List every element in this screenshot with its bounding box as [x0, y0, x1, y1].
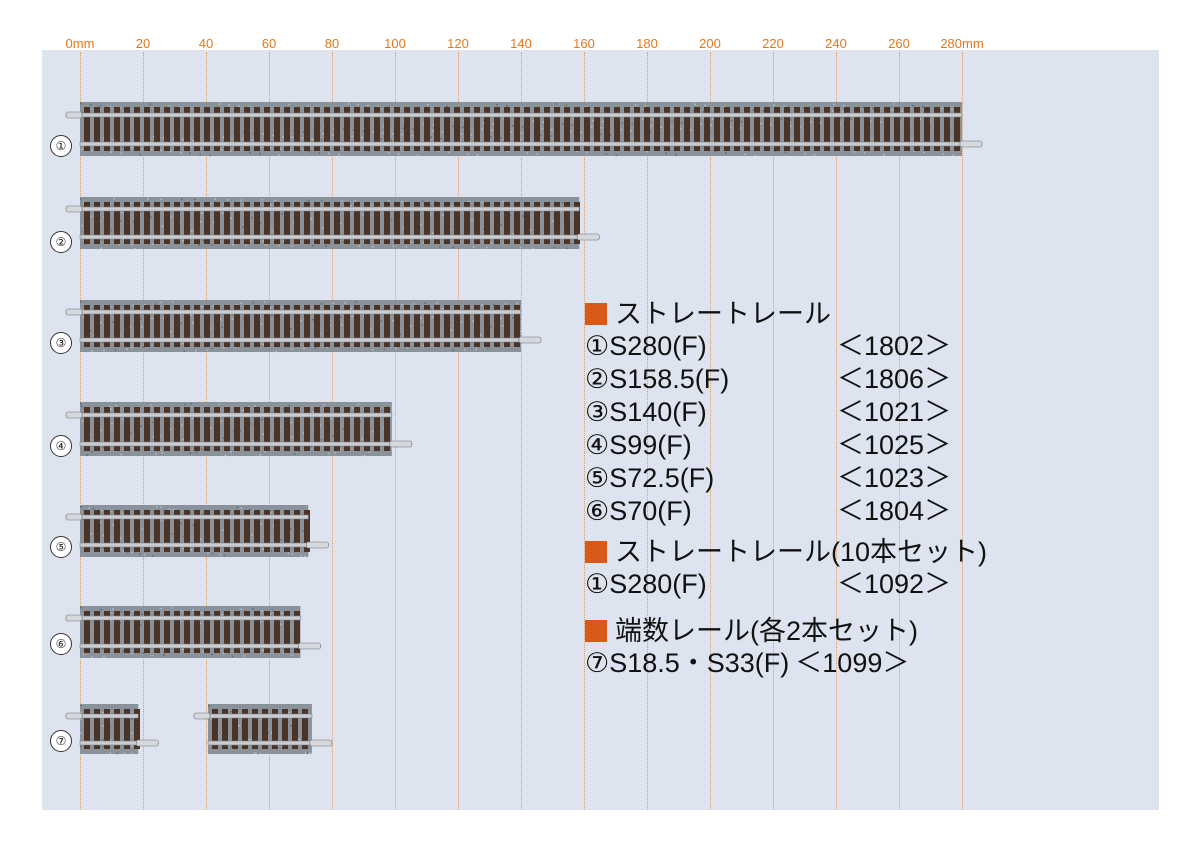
rail-number-4: ④: [50, 435, 72, 457]
product-name: ③S140(F): [585, 397, 707, 427]
ruler-tick-label: 220: [762, 36, 784, 51]
legend-row: ②S158.5(F) ＜1806＞: [585, 363, 987, 396]
rail-number-3: ③: [50, 332, 72, 354]
product-code: ＜1802＞: [837, 331, 952, 361]
rail-track-graphic: [193, 704, 333, 755]
legend-row: ④S99(F) ＜1025＞: [585, 429, 987, 462]
rail-number-1: ①: [50, 135, 72, 157]
straight-rail-s18-5: [65, 702, 159, 756]
straight-rail-s158-5: [65, 195, 600, 251]
section-title-fraction-rail: 端数レール(各2本セット): [585, 615, 987, 647]
ruler-tick-label: 200: [699, 36, 721, 51]
rail-number-5: ⑤: [50, 536, 72, 558]
legend-row: ⑤S72.5(F) ＜1023＞: [585, 462, 987, 495]
ruler-tick-label: 140: [510, 36, 532, 51]
legend-row: ①S280(F) ＜1802＞: [585, 330, 987, 363]
rail-track-graphic: [65, 102, 983, 157]
product-code: ＜1804＞: [837, 496, 952, 526]
rail-track-graphic: [65, 197, 600, 250]
straight-rail-s280: [65, 100, 983, 158]
ruler-tick-label: 80: [324, 36, 340, 51]
legend-row: ⑥S70(F) ＜1804＞: [585, 495, 987, 528]
rail-number-2: ②: [50, 231, 72, 253]
section-title-10-set: ストレートレール(10本セット): [585, 536, 987, 568]
section-title-text: ストレートレール: [615, 299, 831, 329]
square-bullet-icon: [585, 303, 607, 325]
straight-rail-s72-5: [65, 503, 329, 559]
ruler-tick-label: 100: [384, 36, 406, 51]
rail-number-7: ⑦: [50, 730, 72, 752]
product-code: ＜1806＞: [837, 364, 952, 394]
ruler-tick-label: 20: [135, 36, 151, 51]
product-code: ＜1092＞: [837, 569, 952, 599]
rail-track-graphic: [65, 505, 329, 557]
rail-number-6: ⑥: [50, 633, 72, 655]
product-name: ②S158.5(F): [585, 364, 730, 394]
product-code: ＜1021＞: [837, 397, 952, 427]
ruler-tick-label: 160: [573, 36, 595, 51]
product-code: ＜1099＞: [795, 648, 910, 678]
ruler-tick-label: 0mm: [65, 36, 95, 51]
product-code: ＜1025＞: [837, 430, 952, 460]
ruler-tick-label: 60: [261, 36, 277, 51]
ruler-tick-label: 180: [636, 36, 658, 51]
straight-rail-s140: [65, 298, 542, 354]
product-name: ①S280(F): [585, 331, 707, 361]
legend-row: ③S140(F) ＜1021＞: [585, 396, 987, 429]
square-bullet-icon: [585, 541, 607, 563]
product-name: ⑤S72.5(F): [585, 463, 715, 493]
rail-track-graphic: [65, 606, 321, 658]
product-name: ①S280(F): [585, 569, 707, 599]
ruler-tick-label: 280mm: [940, 36, 984, 51]
legend-row: ⑦S18.5・S33(F)＜1099＞: [585, 647, 987, 680]
product-name: ⑥S70(F): [585, 496, 692, 526]
ruler-tick-label: 260: [888, 36, 910, 51]
ruler-tick-label: 40: [198, 36, 214, 51]
straight-rail-s33: [193, 702, 333, 756]
square-bullet-icon: [585, 620, 607, 642]
section-title-straight-rail: ストレートレール: [585, 298, 987, 330]
ruler-tick-label: 120: [447, 36, 469, 51]
rail-track-graphic: [65, 402, 413, 457]
section-title-text: ストレートレール(10本セット): [615, 537, 988, 567]
section-title-text: 端数レール(各2本セット): [615, 616, 918, 646]
legend-row: ①S280(F) ＜1092＞: [585, 568, 987, 601]
product-name: ④S99(F): [585, 430, 692, 460]
product-name: ⑦S18.5・S33(F): [585, 648, 790, 678]
product-legend: ストレートレール ①S280(F) ＜1802＞ ②S158.5(F) ＜1806＞…: [585, 298, 987, 680]
ruler-tick-label: 240: [825, 36, 847, 51]
straight-rail-s70: [65, 604, 321, 660]
rail-track-graphic: [65, 704, 159, 755]
product-code: ＜1023＞: [837, 463, 952, 493]
rail-track-graphic: [65, 300, 542, 353]
straight-rail-s99: [65, 400, 413, 458]
